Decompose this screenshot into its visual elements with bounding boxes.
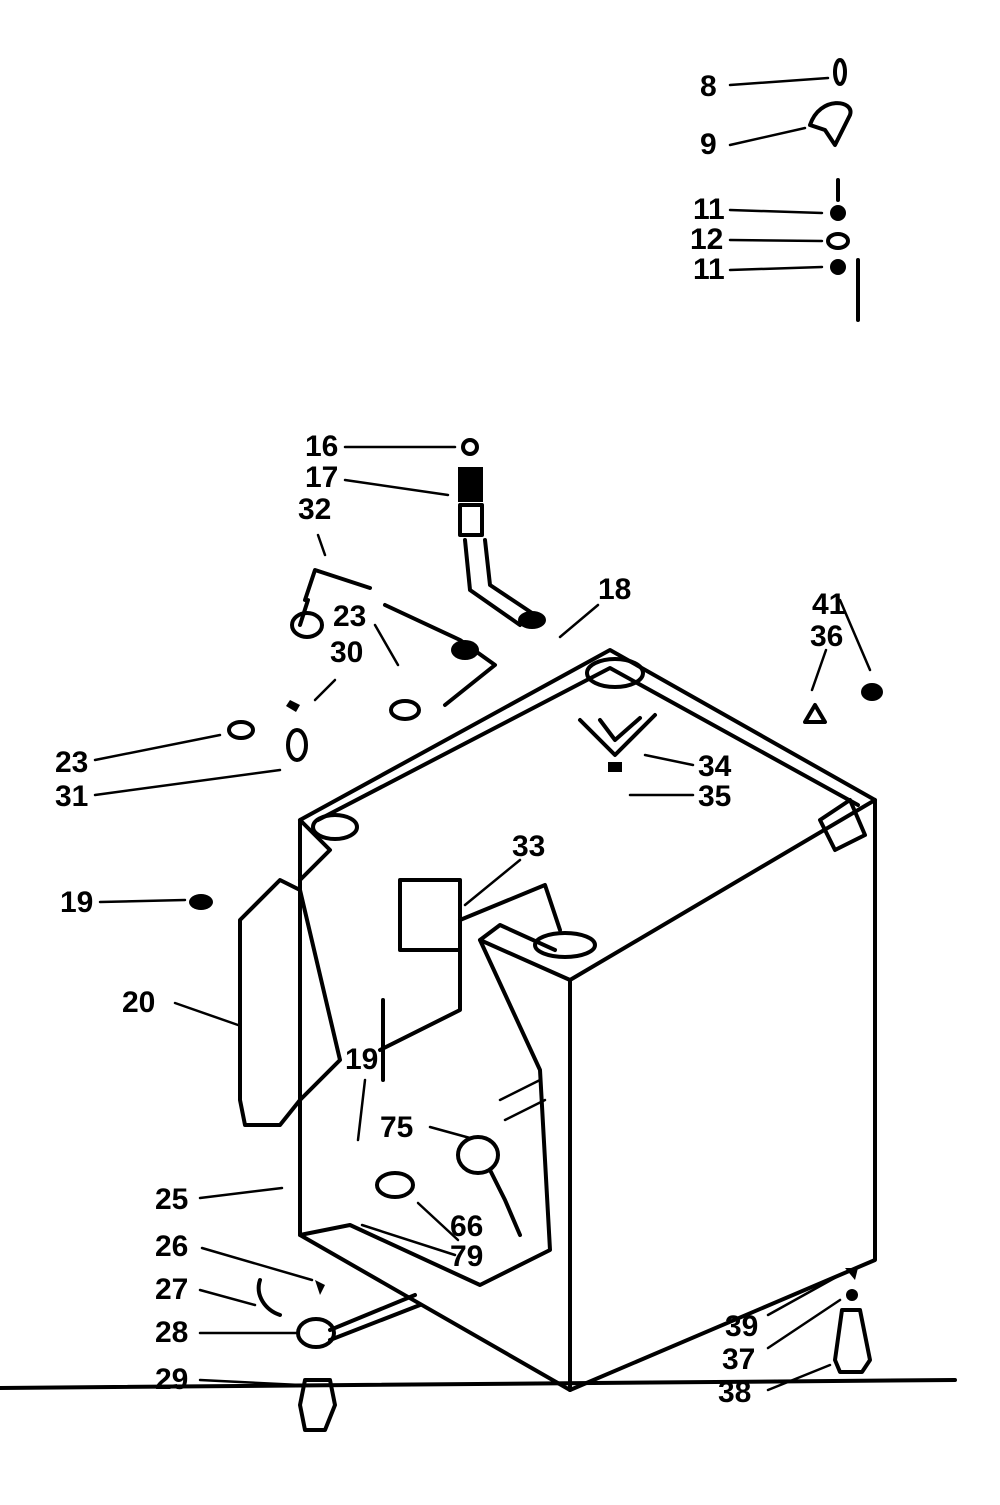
cabinet-body [298, 648, 877, 1392]
floor-line [0, 1378, 957, 1390]
callout-23-upper: 23 [333, 600, 367, 633]
callout-11-lower: 11 [693, 253, 725, 286]
drain-fitting [456, 1135, 500, 1175]
leader-lines [93, 76, 872, 1392]
front-leg-assembly [256, 1278, 422, 1432]
callout-23-left: 23 [55, 746, 89, 779]
callout-79: 79 [450, 1240, 484, 1273]
callout-29: 29 [155, 1363, 189, 1396]
callout-12: 12 [690, 223, 724, 256]
callout-41: 41 [812, 588, 846, 621]
callout-20: 20 [122, 986, 156, 1019]
callout-26: 26 [155, 1230, 189, 1263]
bolt-19 [189, 894, 213, 910]
callout-37: 37 [722, 1343, 756, 1376]
callout-19-left: 19 [60, 886, 94, 919]
callout-18: 18 [598, 573, 632, 606]
callout-38: 38 [718, 1376, 752, 1409]
corner-brackets [311, 657, 867, 959]
callout-19-center: 19 [345, 1043, 379, 1076]
callout-25: 25 [155, 1183, 189, 1216]
callout-33: 33 [512, 830, 546, 863]
access-panel [238, 878, 342, 1127]
callout-75: 75 [380, 1111, 414, 1144]
plug [375, 1171, 415, 1199]
fastener-41 [861, 683, 883, 701]
callout-66: 66 [450, 1210, 484, 1243]
suspension-strap [578, 713, 657, 757]
callout-8: 8 [700, 70, 717, 103]
callout-32: 32 [298, 493, 332, 526]
callout-11-upper: 11 [693, 193, 725, 226]
fill-hose [458, 438, 546, 629]
fastener-36 [803, 703, 827, 724]
callout-31: 31 [55, 780, 89, 813]
rear-leg-assembly [833, 1268, 872, 1374]
pressure-tube [227, 568, 497, 762]
callout-39: 39 [725, 1310, 759, 1343]
callout-9: 9 [700, 128, 717, 161]
lid-switch [378, 878, 562, 1052]
hose-clamp-assembly [808, 58, 860, 322]
callout-30: 30 [330, 636, 364, 669]
strap-clip [608, 762, 622, 772]
callout-35: 35 [698, 780, 732, 813]
callout-28: 28 [155, 1316, 189, 1349]
callout-36: 36 [810, 620, 844, 653]
callout-17: 17 [305, 461, 339, 494]
callout-16: 16 [305, 430, 339, 463]
callout-34: 34 [698, 750, 732, 783]
callout-27: 27 [155, 1273, 189, 1306]
